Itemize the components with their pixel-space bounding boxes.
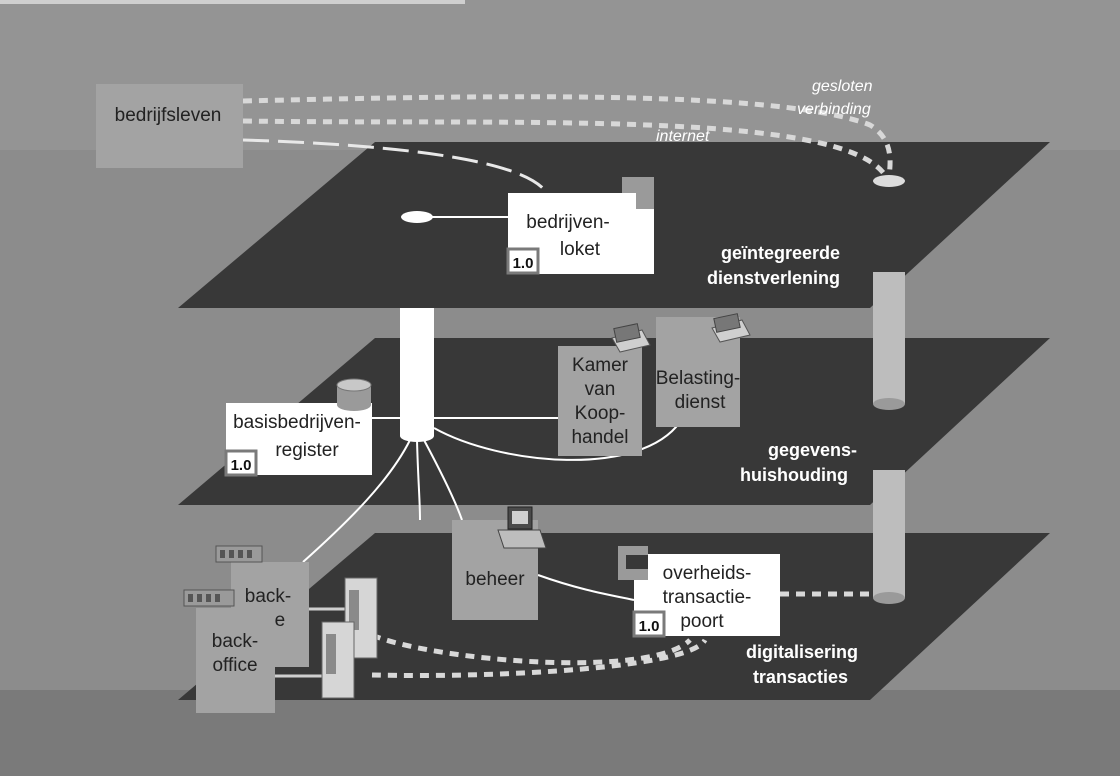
loket-version: 1.0: [513, 255, 534, 272]
pillar-right-upper-base: [873, 398, 905, 410]
kvk-label-1: Kamer: [572, 355, 629, 376]
belasting-label-2: dienst: [675, 392, 726, 413]
register-label-1: basisbedrijven-: [233, 412, 361, 433]
server-icon: [344, 577, 378, 659]
pillar-right-upper: [873, 272, 905, 404]
layer-top-label-1: geïntegreerde: [721, 243, 840, 263]
poort-label-2: transactie-: [663, 587, 752, 608]
loket-endpoint: [401, 211, 433, 223]
register-version: 1.0: [231, 457, 252, 474]
bedrijfsleven-label: bedrijfsleven: [115, 105, 222, 126]
backoffice-link-2: [416, 439, 421, 521]
backoffice-2-label-1: back-: [212, 631, 258, 652]
loket-label-2: loket: [560, 239, 601, 260]
loket-corner-cut: [622, 193, 636, 209]
pillar-center-base: [400, 430, 434, 442]
pillar-right-lower: [873, 470, 905, 598]
internet-connection-line: [242, 138, 550, 196]
kvk-box: [558, 346, 642, 456]
internet-label: internet: [656, 128, 710, 145]
backoffice-box-2: [196, 608, 275, 713]
beheer-poort-link: [537, 574, 635, 601]
poort-label-1: overheids-: [663, 563, 752, 584]
layer-middle-label-1: gegevens-: [768, 440, 857, 460]
belasting-label-1: Belasting-: [656, 368, 741, 389]
poort-version: 1.0: [639, 618, 660, 635]
kvk-label-4: handel: [571, 427, 628, 448]
backoffice-link: [302, 439, 411, 563]
closed-connection-line: [242, 94, 893, 179]
poort-version-badge: [632, 610, 666, 638]
closed-connection-line-2: [242, 118, 888, 177]
beheer-link: [423, 439, 463, 521]
loket-version-badge: [506, 247, 540, 275]
layer-bottom-label-2: transacties: [753, 667, 848, 687]
top-edge-strip: [0, 0, 465, 4]
pillar-right-lower-base: [873, 592, 905, 604]
poort-backoffice-dashed-1: [371, 632, 692, 666]
laptop-icon: [611, 323, 651, 353]
pillar-center: [400, 308, 434, 436]
poort-backoffice-dashed-2: [371, 638, 708, 679]
backoffice-2-label-2: office: [212, 655, 257, 676]
beheer-label: beheer: [465, 569, 525, 590]
poort-label-3: poort: [680, 611, 724, 632]
plane-digitalisering: [178, 533, 1050, 700]
database-icon: [336, 378, 372, 411]
layer-top-label-2: dienstverlening: [707, 268, 840, 288]
closed-endpoint: [873, 175, 905, 187]
closed-connection-label-1: gesloten: [812, 78, 873, 95]
belasting-link: [433, 421, 681, 461]
cabinet-icon: [183, 589, 235, 607]
puzzle-icon: [618, 546, 648, 580]
layer-middle-label-2: huishouding: [740, 465, 848, 485]
computer-icon: [497, 506, 547, 549]
loket-label-1: bedrijven-: [526, 212, 609, 233]
layer-bottom-label-1: digitalisering: [746, 642, 858, 662]
closed-connection-label-2: verbinding: [797, 101, 871, 118]
background-band-bottom: [0, 690, 1120, 776]
server-icon: [321, 621, 355, 699]
register-label-2: register: [275, 440, 339, 461]
laptop-icon: [711, 313, 751, 343]
bedrijfsleven-box: [96, 84, 243, 168]
backoffice-1-label-1: back-: [245, 586, 291, 607]
kvk-label-2: van: [585, 379, 616, 400]
register-version-badge: [224, 449, 258, 477]
cabinet-icon: [215, 545, 263, 563]
kvk-label-3: Koop-: [575, 403, 626, 424]
